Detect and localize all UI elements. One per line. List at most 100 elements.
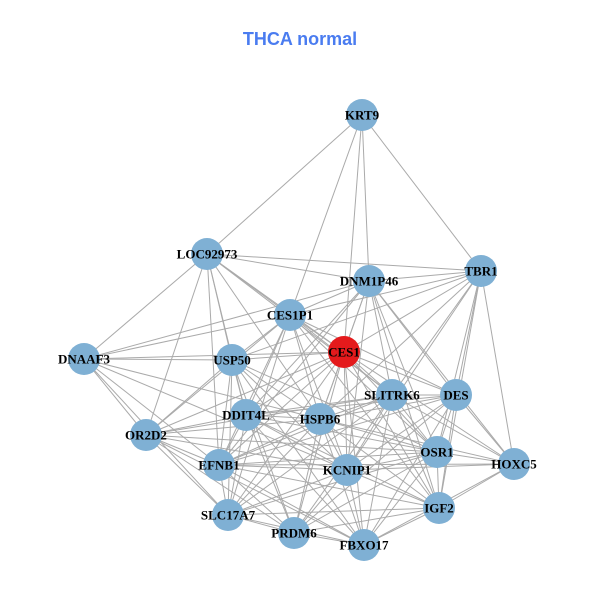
edge-DNM1P46-SLITRK6: [368, 280, 393, 396]
edge-HOXC5-EFNB1: [218, 463, 515, 466]
edge-CES1-PRDM6: [293, 351, 345, 534]
node-HSPB6[interactable]: HSPB6: [300, 403, 341, 435]
edge-LOC92973-DNM1P46: [206, 253, 370, 282]
node-HOXC5[interactable]: HOXC5: [491, 448, 537, 480]
edge-DNAAF3-KCNIP1: [83, 358, 348, 471]
edge-CES1-OR2D2: [145, 351, 345, 436]
edge-SLITRK6-IGF2: [391, 394, 440, 509]
node-CES1P1[interactable]: CES1P1: [267, 299, 313, 331]
node-USP50[interactable]: USP50: [213, 344, 251, 376]
node-circle[interactable]: [346, 99, 378, 131]
node-LOC92973[interactable]: LOC92973: [177, 238, 238, 270]
node-circle[interactable]: [376, 379, 408, 411]
edge-TBR1-HOXC5: [480, 270, 515, 465]
node-label: LOC92973: [177, 247, 238, 262]
chart-title: THCA normal: [242, 29, 358, 49]
node-DES[interactable]: DES: [440, 379, 472, 411]
node-circle[interactable]: [203, 449, 235, 481]
node-FBXO17[interactable]: FBXO17: [339, 529, 389, 561]
edge-DNAAF3-CES1: [83, 351, 345, 360]
edge-OR2D2-OSR1: [145, 434, 438, 453]
node-label: FBXO17: [339, 538, 389, 553]
node-circle[interactable]: [212, 499, 244, 531]
node-label: DNAAF3: [58, 352, 110, 367]
node-circle[interactable]: [465, 255, 497, 287]
edge-CES1-SLC17A7: [227, 351, 345, 516]
edge-LOC92973-DNAAF3: [83, 253, 208, 360]
node-circle[interactable]: [328, 336, 360, 368]
node-circle[interactable]: [348, 529, 380, 561]
edge-SLITRK6-EFNB1: [218, 394, 393, 466]
node-SLC17A7[interactable]: SLC17A7: [201, 499, 256, 531]
edge-CES1P1-DNAAF3: [83, 314, 291, 360]
node-label: EFNB1: [198, 458, 239, 473]
node-circle[interactable]: [353, 265, 385, 297]
edge-DES-EFNB1: [218, 394, 457, 466]
node-circle[interactable]: [440, 379, 472, 411]
node-IGF2[interactable]: IGF2: [423, 492, 455, 524]
node-circle[interactable]: [130, 419, 162, 451]
edge-OR2D2-SLC17A7: [145, 434, 229, 516]
node-label: HSPB6: [300, 412, 341, 427]
edge-HSPB6-OSR1: [319, 418, 438, 453]
node-circle[interactable]: [230, 399, 262, 431]
node-circle[interactable]: [278, 517, 310, 549]
edge-CES1P1-DDIT4L: [245, 314, 291, 416]
node-label: CES1: [328, 345, 360, 360]
edge-IGF2-PRDM6: [293, 507, 440, 534]
node-label: DES: [443, 388, 468, 403]
node-circle[interactable]: [216, 344, 248, 376]
node-EFNB1[interactable]: EFNB1: [198, 449, 240, 481]
edge-DES-KCNIP1: [346, 394, 457, 471]
edge-IGF2-SLC17A7: [227, 507, 440, 516]
node-label: KRT9: [345, 108, 380, 123]
edge-LOC92973-OR2D2: [145, 253, 208, 436]
edge-HSPB6-PRDM6: [293, 418, 321, 534]
node-OR2D2[interactable]: OR2D2: [125, 419, 167, 451]
edge-USP50-EFNB1: [218, 359, 233, 466]
edges-layer: [83, 114, 515, 546]
edge-CES1P1-HSPB6: [289, 314, 321, 420]
node-circle[interactable]: [304, 403, 336, 435]
edge-CES1-IGF2: [343, 351, 440, 509]
node-KCNIP1[interactable]: KCNIP1: [323, 454, 371, 486]
node-label: CES1P1: [267, 308, 313, 323]
node-circle[interactable]: [68, 343, 100, 375]
edge-KRT9-TBR1: [361, 114, 482, 272]
node-PRDM6[interactable]: PRDM6: [271, 517, 317, 549]
edge-DNM1P46-DNAAF3: [83, 280, 370, 360]
node-OSR1[interactable]: OSR1: [420, 436, 454, 468]
edge-EFNB1-FBXO17: [218, 464, 365, 546]
edge-HSPB6-HOXC5: [319, 418, 515, 465]
edge-LOC92973-CES1: [206, 253, 345, 353]
node-circle[interactable]: [498, 448, 530, 480]
node-DNM1P46[interactable]: DNM1P46: [340, 265, 399, 297]
edge-DNAAF3-OR2D2: [83, 358, 147, 436]
edge-DNM1P46-HOXC5: [368, 280, 515, 465]
node-KRT9[interactable]: KRT9: [345, 99, 380, 131]
edge-CES1-EFNB1: [218, 351, 345, 466]
node-SLITRK6[interactable]: SLITRK6: [364, 379, 420, 411]
node-DNAAF3[interactable]: DNAAF3: [58, 343, 110, 375]
edge-KRT9-CES1: [343, 114, 363, 353]
node-label: PRDM6: [271, 526, 317, 541]
edge-SLITRK6-OR2D2: [145, 394, 393, 436]
edge-CES1-DES: [343, 351, 457, 396]
node-circle[interactable]: [191, 238, 223, 270]
node-DDIT4L[interactable]: DDIT4L: [222, 399, 270, 431]
node-circle[interactable]: [331, 454, 363, 486]
edge-EFNB1-IGF2: [218, 464, 440, 509]
node-circle[interactable]: [274, 299, 306, 331]
edge-CES1-HOXC5: [343, 351, 515, 465]
edge-DDIT4L-OR2D2: [145, 414, 247, 436]
node-TBR1[interactable]: TBR1: [464, 255, 498, 287]
node-label: USP50: [213, 353, 251, 368]
node-label: HOXC5: [491, 457, 537, 472]
node-label: SLITRK6: [364, 388, 420, 403]
edge-USP50-KCNIP1: [231, 359, 348, 471]
node-circle[interactable]: [423, 492, 455, 524]
node-circle[interactable]: [421, 436, 453, 468]
node-CES1[interactable]: CES1: [328, 336, 360, 368]
